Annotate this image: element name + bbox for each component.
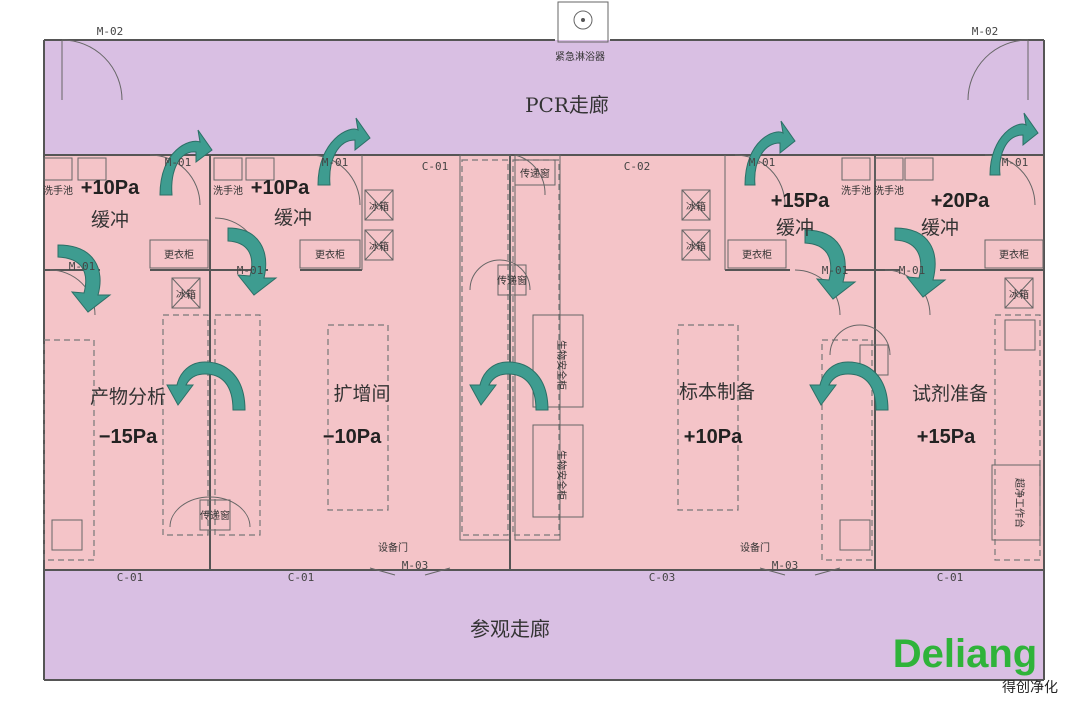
door-label: M-02 xyxy=(97,25,124,38)
pass-box-label: 传递窗 xyxy=(200,509,230,522)
room-specimen-prep-pressure: +10Pa xyxy=(684,426,743,448)
door-label: M-01 xyxy=(749,156,776,169)
fridge-label: 冰箱 xyxy=(176,288,196,301)
door-label: M-01 xyxy=(822,264,849,277)
wardrobe-icon xyxy=(149,239,1044,269)
door-label: M-01 xyxy=(899,264,926,277)
room-product-analysis-pressure: −15Pa xyxy=(99,426,158,448)
shower-label: 紧急淋浴器 xyxy=(555,50,605,63)
fridge-label: 冰箱 xyxy=(1009,288,1029,301)
door-label: M-01 xyxy=(322,156,349,169)
airflow-arrow-icon xyxy=(989,112,1039,176)
pass-box-label: 传递窗 xyxy=(520,167,550,180)
bottom-corridor-label: 参观走廊 xyxy=(470,617,550,641)
safety-cabinet-label: 生物安全柜 xyxy=(555,450,568,500)
safety-cabinet-label: 生物安全柜 xyxy=(555,340,568,390)
buffer-4-pressure: +20Pa xyxy=(931,190,990,212)
buffer-3-pressure: +15Pa xyxy=(771,190,830,212)
buffer-1-pressure: +10Pa xyxy=(81,177,140,199)
door-label: M-01 xyxy=(165,156,192,169)
airflow-arrow-icon xyxy=(159,129,213,196)
fridge-label: 冰箱 xyxy=(369,240,389,253)
room-amplification-name: 扩增间 xyxy=(333,383,390,405)
room-band xyxy=(44,155,1044,570)
fridge-label: 冰箱 xyxy=(686,240,706,253)
logo-subtitle: 得创净化 xyxy=(1002,679,1058,696)
airflow-arrow-icon xyxy=(166,361,246,411)
buffer-1-name: 缓冲 xyxy=(91,209,129,231)
door-label: M-01 xyxy=(237,264,264,277)
ultra-clean-bench-label: 超净工作台 xyxy=(1013,478,1026,528)
sink-icon xyxy=(43,157,1036,551)
fridge-icon xyxy=(171,189,1034,309)
window-label: C-01 xyxy=(422,160,449,173)
door-label: M-03 xyxy=(772,559,799,572)
window-label: C-01 xyxy=(288,571,315,584)
airflow-arrows xyxy=(57,112,1039,411)
hand-wash-label: 洗手池 xyxy=(213,184,243,197)
buffer-3-name: 缓冲 xyxy=(776,217,814,239)
hand-wash-label: 洗手池 xyxy=(841,184,871,197)
equipment-door-label: 设备门 xyxy=(740,541,770,554)
fridge-label: 冰箱 xyxy=(686,200,706,213)
safety-cabinet-icon xyxy=(532,314,1041,541)
wardrobe-label: 更衣柜 xyxy=(164,248,194,261)
wardrobe-label: 更衣柜 xyxy=(742,248,772,261)
window-label: C-01 xyxy=(937,571,964,584)
logo-wordmark: Deliang xyxy=(893,632,1037,676)
window-label: C-03 xyxy=(649,571,676,584)
airflow-arrow-icon xyxy=(809,361,889,411)
room-amplification-pressure: −10Pa xyxy=(323,426,382,448)
room-reagent-prep-pressure: +15Pa xyxy=(917,426,976,448)
window-label: C-01 xyxy=(117,571,144,584)
airflow-arrow-icon xyxy=(469,361,549,411)
fridge-label: 冰箱 xyxy=(369,200,389,213)
room-product-analysis-name: 产物分析 xyxy=(90,386,166,408)
airflow-arrow-icon xyxy=(227,227,278,296)
door-label: M-03 xyxy=(402,559,429,572)
emergency-shower xyxy=(557,1,609,43)
door-label: M-02 xyxy=(972,25,999,38)
hand-wash-label: 洗手池 xyxy=(43,184,73,197)
wardrobe-label: 更衣柜 xyxy=(999,248,1029,261)
top-corridor-label: PCR走廊 xyxy=(525,93,609,117)
wardrobe-label: 更衣柜 xyxy=(315,248,345,261)
pass-box-label: 传递窗 xyxy=(497,274,527,287)
room-reagent-prep-name: 试剂准备 xyxy=(912,383,988,405)
airflow-arrow-icon xyxy=(894,227,947,298)
buffer-2-name: 缓冲 xyxy=(274,207,312,229)
door-label: M-01 xyxy=(69,260,96,273)
airflow-arrow-icon xyxy=(317,117,371,186)
window-label: C-02 xyxy=(624,160,651,173)
door-label: M-01 xyxy=(1002,156,1029,169)
airflow-arrow-icon xyxy=(57,244,112,313)
company-logo: Deliang 得创净化 xyxy=(893,632,1058,696)
airflow-arrow-icon xyxy=(744,120,796,186)
pass-box-icon xyxy=(199,159,889,531)
room-specimen-prep-name: 标本制备 xyxy=(679,381,755,403)
buffer-2-pressure: +10Pa xyxy=(251,177,310,199)
equipment-door-label: 设备门 xyxy=(378,541,408,554)
hand-wash-label: 洗手池 xyxy=(874,184,904,197)
airflow-arrow-icon xyxy=(804,229,857,300)
buffer-4-name: 缓冲 xyxy=(921,217,959,239)
